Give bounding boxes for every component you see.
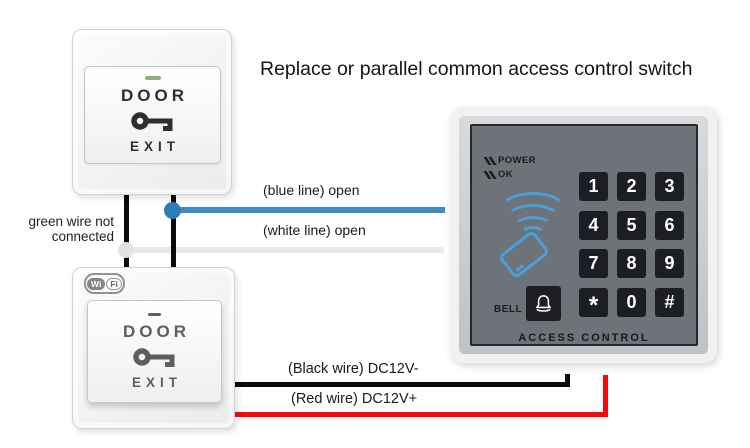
key-3: 3 — [655, 172, 684, 201]
key-6: 6 — [655, 210, 684, 240]
white-wire-label: (white line) open — [263, 222, 366, 238]
white-wire-junction-dot — [118, 242, 134, 258]
key-4: 4 — [579, 210, 608, 240]
wifi-badge-icon: Wi Fi — [84, 273, 125, 294]
ok-indicator: OK — [483, 169, 514, 180]
key-2: 2 — [617, 172, 646, 201]
black-wire-right — [171, 192, 176, 268]
key-7: 7 — [579, 249, 608, 278]
bell-button — [526, 286, 561, 321]
key-star: * — [579, 287, 608, 319]
white-wire — [126, 247, 444, 253]
blue-wire-junction-dot — [164, 202, 181, 219]
wifi-badge-wi: Wi — [87, 277, 106, 290]
exit-switch-bottom: Wi Fi DOOR EXIT — [72, 267, 235, 429]
key-1: 1 — [579, 172, 608, 201]
blue-wire-label: (blue line) open — [263, 182, 360, 198]
access-control-label: ACCESS CONTROL — [518, 332, 650, 344]
green-wire-note: green wire not connected — [8, 214, 114, 244]
key-0: 0 — [617, 287, 646, 317]
rfid-signal-icon — [498, 192, 568, 230]
blue-wire — [172, 207, 445, 213]
rfid-card-mark — [515, 263, 525, 272]
keypad-panel: POWER OK 1 2 3 4 5 6 7 8 — [470, 124, 698, 346]
black-power-wire-end — [565, 374, 570, 387]
key-5: 5 — [617, 210, 646, 240]
indicator-dash-icon — [144, 76, 161, 80]
door-label: DOOR — [121, 85, 188, 105]
exit-switch-top: DOOR EXIT — [72, 29, 232, 195]
red-power-wire-end — [603, 375, 608, 417]
diagram-title: Replace or parallel common access contro… — [260, 58, 693, 80]
key-hash: # — [655, 287, 684, 317]
power-label: POWER — [498, 155, 536, 166]
ok-label: OK — [498, 169, 514, 180]
green-wire-note-line2: connected — [51, 229, 114, 244]
red-power-wire — [233, 412, 608, 417]
black-power-wire — [233, 382, 570, 387]
key-8: 8 — [617, 249, 646, 278]
black-wire-label: (Black wire) DC12V- — [288, 361, 419, 377]
black-wire-left — [124, 192, 129, 268]
rfid-signal-icon — [513, 216, 553, 239]
wifi-badge-fi: Fi — [106, 277, 122, 290]
exit-switch-top-button: DOOR EXIT — [84, 66, 221, 164]
key-icon — [130, 112, 172, 131]
exit-label: EXIT — [129, 138, 180, 154]
rfid-signal-icon — [520, 226, 546, 243]
exit-label: EXIT — [131, 375, 182, 391]
door-label: DOOR — [123, 322, 190, 342]
bell-label: BELL — [494, 304, 523, 315]
red-wire-label: (Red wire) DC12V+ — [291, 391, 418, 407]
bell-icon — [536, 295, 551, 312]
green-wire-note-line1: green wire not — [28, 214, 114, 229]
exit-switch-bottom-button: DOOR EXIT — [87, 300, 222, 403]
access-control-keypad: POWER OK 1 2 3 4 5 6 7 8 — [450, 107, 717, 363]
power-indicator: POWER — [483, 155, 536, 166]
rfid-signal-icon — [505, 204, 561, 235]
key-9: 9 — [655, 249, 684, 278]
keypad-keys: 1 2 3 4 5 6 7 8 9 * 0 # — [579, 172, 684, 319]
indicator-dash-icon — [148, 312, 161, 317]
key-icon — [132, 348, 174, 368]
